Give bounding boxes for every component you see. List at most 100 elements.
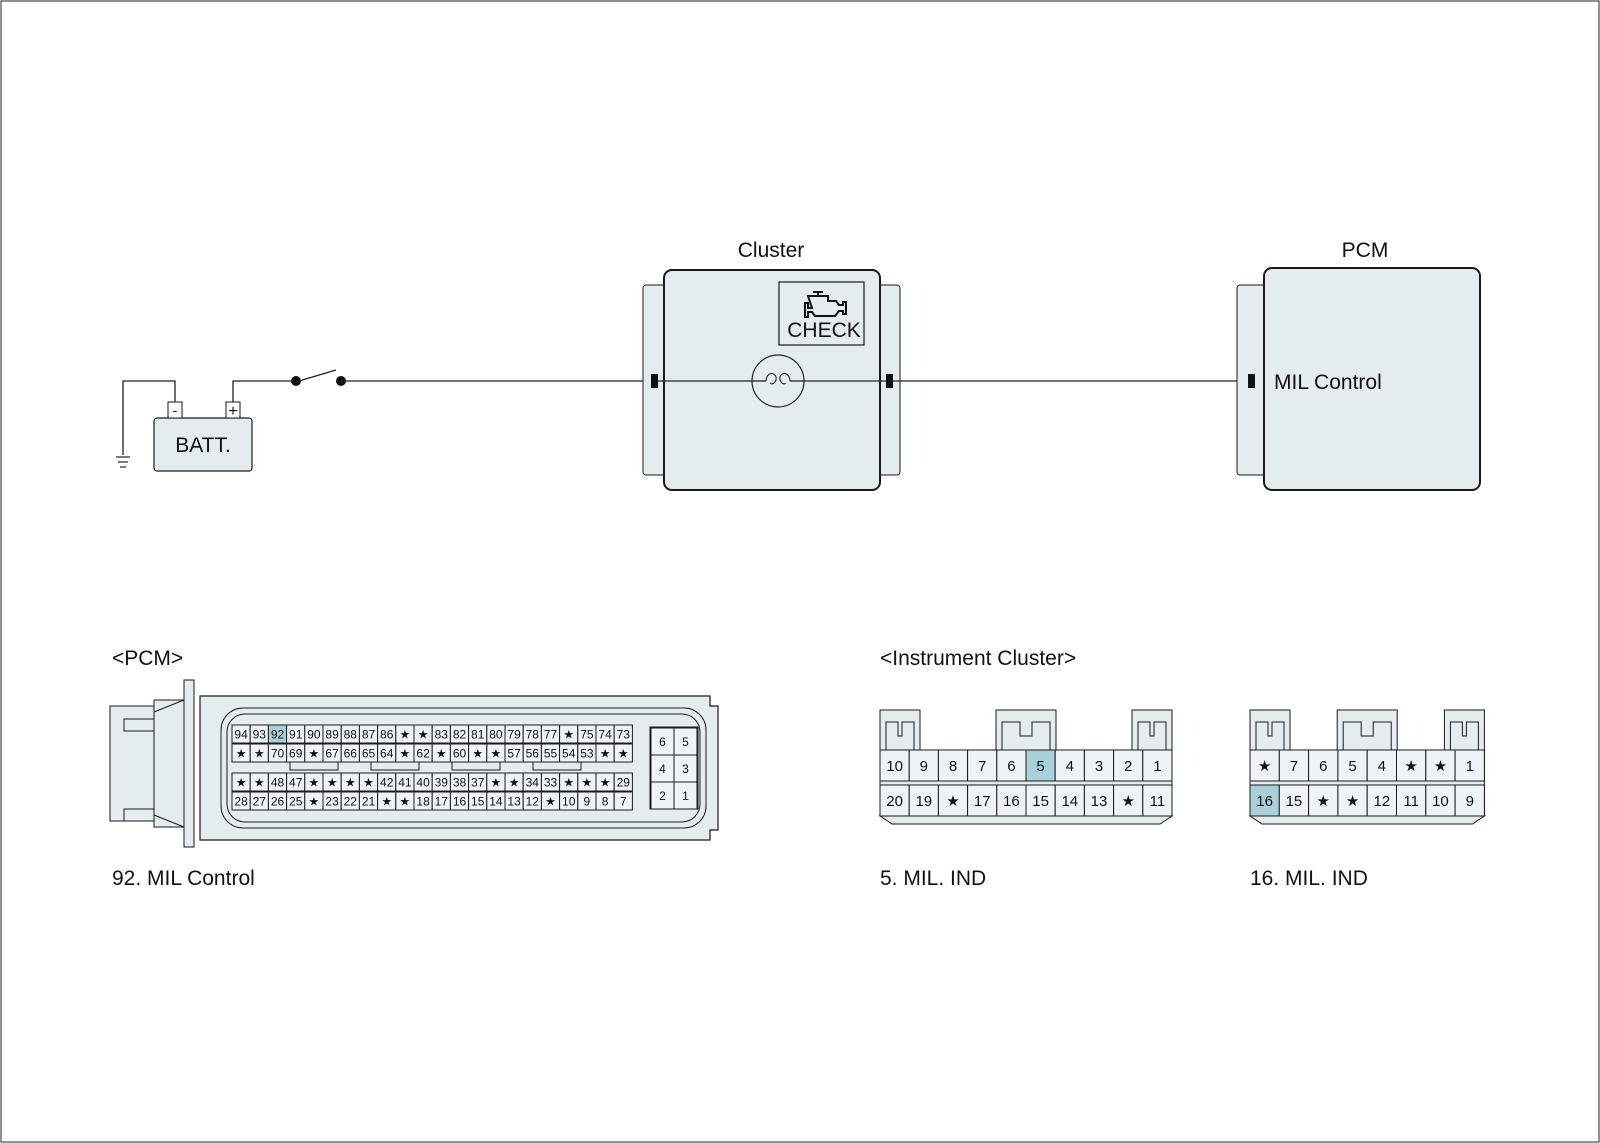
connector-pin: 16 (1249, 784, 1280, 817)
connector-pin: 75 (577, 724, 597, 744)
pin-label: 42 (380, 775, 394, 789)
check-label: CHECK (787, 319, 861, 342)
connector-pin: ★ (937, 784, 969, 817)
pin-label: 8 (602, 794, 609, 808)
pin-label: ★ (1346, 793, 1359, 810)
pin-label: 4 (1378, 758, 1386, 775)
connector-pin: 55 (540, 743, 561, 763)
connector-pin: 7 (1278, 749, 1310, 782)
battery: - + BATT. (153, 401, 253, 472)
pin-label: 4 (1066, 758, 1074, 775)
pin-label: 11 (1150, 793, 1166, 810)
connector-pin: 15 (1278, 784, 1310, 817)
pin-label: 2 (1124, 758, 1132, 775)
pin-label: 86 (380, 727, 394, 741)
connector-pin: 8 (937, 749, 969, 782)
pin-label: ★ (400, 746, 411, 760)
pin-label: 2 (659, 789, 666, 803)
pin-label: ★ (400, 794, 411, 808)
pin-label: ★ (400, 727, 411, 741)
pin-label: 9 (1466, 793, 1474, 810)
pin-label: ★ (563, 727, 574, 741)
connector-pin: 2 (650, 781, 675, 810)
connector-pin: 23 (322, 791, 342, 811)
pin-label: 11 (1403, 793, 1419, 810)
connector-pin: ★ (304, 743, 324, 763)
connector-pin: 37 (468, 772, 488, 792)
connector-pin: ★ (1396, 749, 1427, 782)
pin-label: 14 (489, 794, 503, 808)
connector-pin: 13 (504, 791, 524, 811)
connector-pin: ★ (377, 791, 397, 811)
pin-label: 56 (526, 746, 540, 760)
connector-pin: 7 (967, 749, 998, 782)
connector-pin: 12 (522, 791, 542, 811)
pin-label: ★ (327, 775, 338, 789)
pin-label: 23 (325, 794, 339, 808)
connector-pin: 10 (879, 749, 910, 782)
pin-label: ★ (563, 775, 574, 789)
pin-label: ★ (946, 793, 959, 810)
pin-label: 25 (289, 794, 303, 808)
pin-label: 26 (271, 794, 285, 808)
connector-pin: 15 (1025, 784, 1056, 817)
battery-minus-label: - (173, 402, 178, 418)
pin-label: 53 (580, 746, 594, 760)
pin-label: 34 (526, 775, 540, 789)
pin-label: ★ (254, 746, 265, 760)
pin-label: 64 (380, 746, 394, 760)
pin-label: 89 (325, 727, 339, 741)
pin-label: ★ (600, 775, 611, 789)
connector-pin: ★ (358, 772, 379, 792)
cluster-terminal-right (886, 374, 893, 388)
connector-pin: 77 (540, 724, 561, 744)
pcm-pin-caption: 92. MIL Control (112, 867, 255, 890)
pin-label: 15 (1286, 793, 1303, 810)
pin-label: 7 (620, 794, 627, 808)
pin-label: ★ (309, 746, 320, 760)
pin-label: ★ (236, 746, 247, 760)
connector-pin: 17 (967, 784, 998, 817)
connector-pin: ★ (304, 772, 324, 792)
connector-pin: ★ (249, 772, 269, 792)
pin-label: 80 (489, 727, 503, 741)
pin-label: ★ (309, 794, 320, 808)
connector-pin: 5 (673, 727, 698, 756)
pin-label: ★ (600, 746, 611, 760)
connector-pin: 10 (559, 791, 579, 811)
pin-label: ★ (381, 794, 392, 808)
connector-pin: 4 (650, 754, 675, 783)
pin-label: 33 (544, 775, 558, 789)
pin-label: 70 (271, 746, 285, 760)
connector-pin: 38 (449, 772, 470, 792)
pin-label: 60 (453, 746, 467, 760)
pin-label: 39 (435, 775, 449, 789)
connector-pin: ★ (577, 772, 597, 792)
pin-label: 16 (1256, 793, 1273, 810)
connector-pin: 17 (431, 791, 451, 811)
pin-label: 5 (1036, 758, 1044, 775)
connector-pin: 9 (908, 749, 939, 782)
connector-pin: ★ (395, 743, 415, 763)
pin-label: 79 (507, 727, 521, 741)
bulb-icon (751, 354, 805, 408)
connector-pin: 4 (1366, 749, 1397, 782)
connector-pin: 6 (650, 727, 675, 756)
connector-pin: ★ (1337, 784, 1368, 817)
pin-label: ★ (1434, 758, 1447, 775)
connector-pin: 16 (449, 791, 470, 811)
connector-pin: ★ (395, 724, 415, 744)
pin-label: 5 (682, 735, 689, 749)
pin-label: 9 (584, 794, 591, 808)
connector-pin: 33 (540, 772, 561, 792)
connector-pin: 12 (1366, 784, 1397, 817)
connector-pin: 20 (879, 784, 910, 817)
connector-pin: 13 (1083, 784, 1115, 817)
connector-pin: 93 (249, 724, 269, 744)
connector-pin: 64 (377, 743, 397, 763)
pin-label: 21 (362, 794, 376, 808)
pin-label: 81 (471, 727, 485, 741)
pcm-title: PCM (1342, 239, 1389, 262)
pin-label: 16 (1003, 793, 1020, 810)
